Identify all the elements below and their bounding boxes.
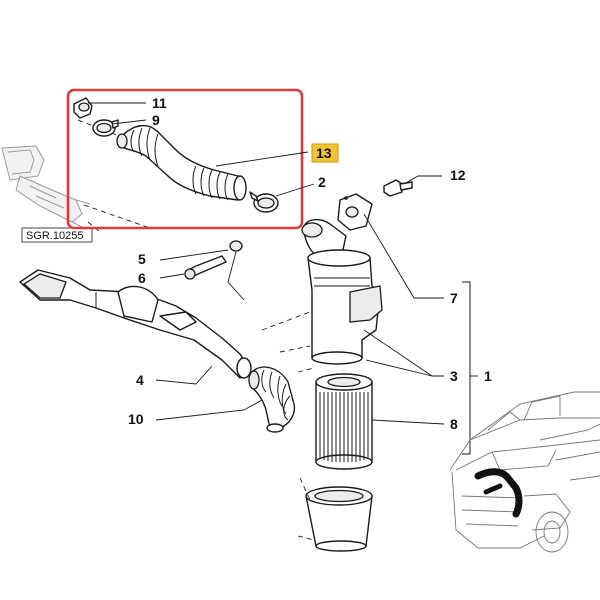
callout-11: 11 — [152, 95, 167, 111]
bracket-piece — [337, 193, 373, 231]
bolt-part-6 — [184, 255, 227, 280]
filter-cartridge-part-8 — [315, 373, 373, 470]
stud-guideline — [227, 251, 245, 301]
callout-7: 7 — [450, 290, 458, 306]
hose-clamp-part-9 — [92, 119, 119, 137]
highlight-frame — [66, 88, 304, 230]
callout-1: 1 — [484, 368, 492, 384]
intake-hose-part-13 — [116, 125, 247, 201]
ghost-intake-duct — [1, 145, 91, 229]
callout-3: 3 — [450, 368, 458, 384]
filter-bowl — [305, 486, 373, 552]
callout-13: 13 — [316, 145, 332, 161]
callout-10: 10 — [128, 411, 144, 427]
elbow-hose-part-10 — [248, 366, 296, 433]
air-filter-housing-part-7 — [301, 218, 383, 365]
callout-8: 8 — [450, 416, 458, 432]
alignment-dashes — [261, 311, 315, 541]
hose-clamp-part-2 — [249, 191, 279, 213]
drawing-reference: SGR.10255 — [21, 227, 93, 243]
drawing-reference-text: SGR.10255 — [26, 230, 83, 242]
callout-labels: 11 9 13 2 12 5 6 7 4 3 1 10 8 — [128, 95, 492, 432]
nut-part-5 — [229, 240, 243, 252]
leader-lines — [88, 102, 445, 425]
vehicle-location-marker — [474, 468, 523, 518]
bolt-part-12 — [383, 179, 413, 197]
callout-6: 6 — [138, 270, 146, 286]
group-bracket — [462, 281, 471, 455]
callout-4: 4 — [136, 372, 144, 388]
vehicle-location-thumbnail — [449, 391, 600, 553]
callout-12: 12 — [450, 167, 466, 183]
callout-2: 2 — [318, 174, 326, 190]
callout-5: 5 — [138, 251, 146, 267]
callout-9: 9 — [152, 112, 160, 128]
intake-duct-part-4 — [19, 269, 252, 379]
clip-part-11 — [73, 97, 93, 119]
callout-13-badge: 13 — [311, 143, 339, 163]
